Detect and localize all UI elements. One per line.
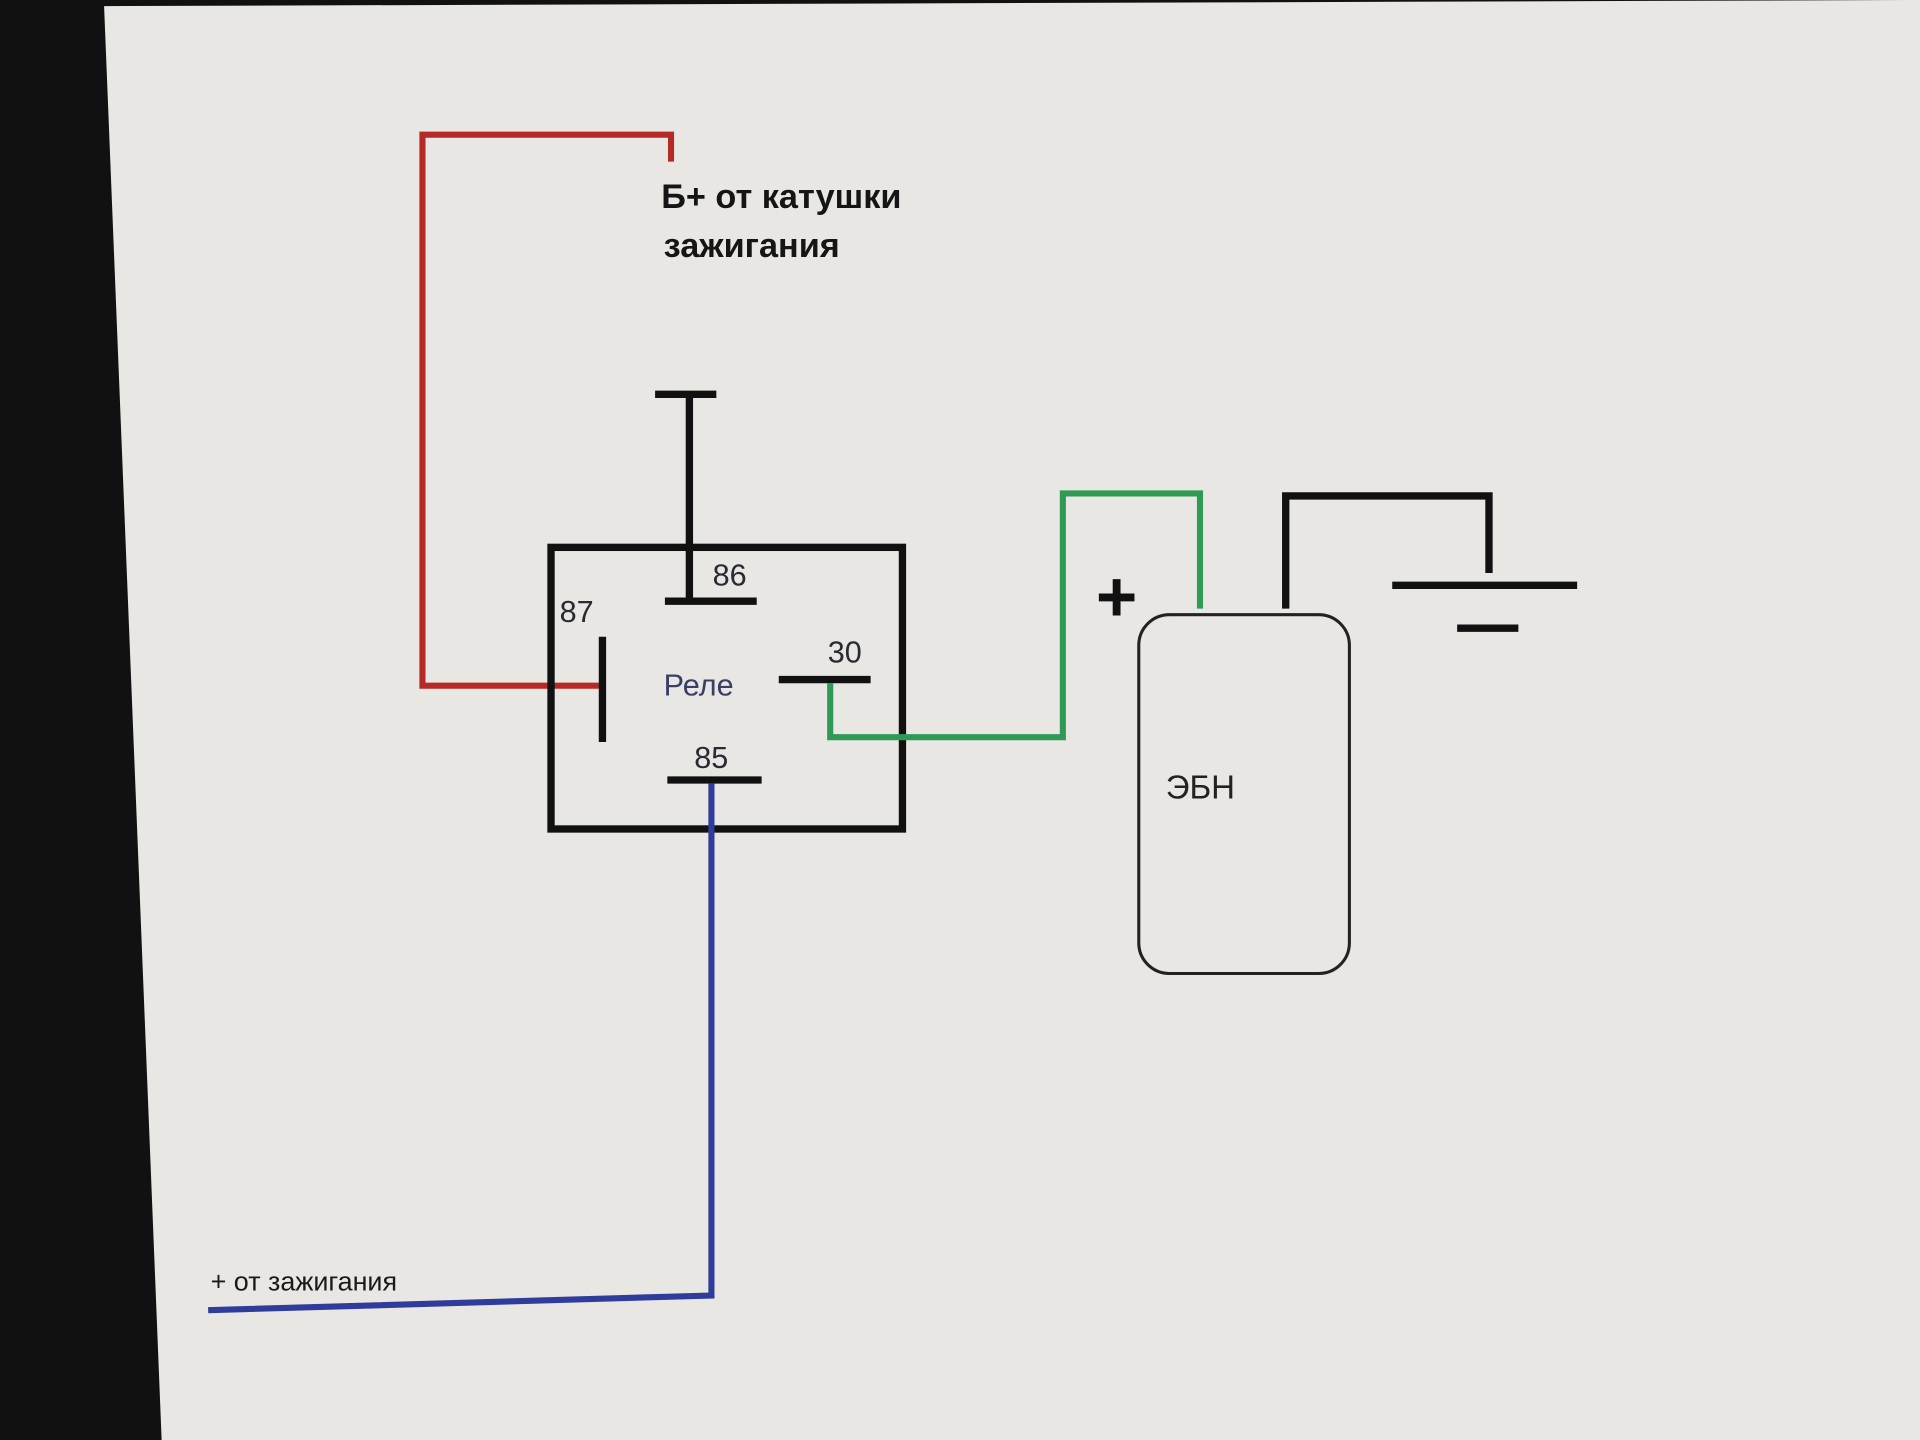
pin-85-label: 85 xyxy=(694,741,728,775)
red-wire xyxy=(419,131,675,689)
pump-label: ЭБН xyxy=(1166,769,1235,806)
blue-wire xyxy=(208,783,715,1314)
pump-box xyxy=(1137,613,1351,975)
pin-86-label: 86 xyxy=(713,558,747,592)
green-wire xyxy=(827,490,1204,741)
source-label-line2: зажигания xyxy=(664,227,840,265)
screen-background xyxy=(104,0,1920,1440)
relay-box xyxy=(547,543,907,833)
ignition-label: + от зажигания xyxy=(211,1267,397,1297)
relay-label: Реле xyxy=(664,669,734,703)
pin-87-label: 87 xyxy=(560,595,594,629)
plus-sign: + xyxy=(1096,558,1137,637)
pin-86-terminal xyxy=(655,390,757,605)
pin-30-label: 30 xyxy=(828,635,862,669)
black-wire xyxy=(1282,492,1493,609)
source-label-line1: Б+ от катушки xyxy=(661,178,901,216)
